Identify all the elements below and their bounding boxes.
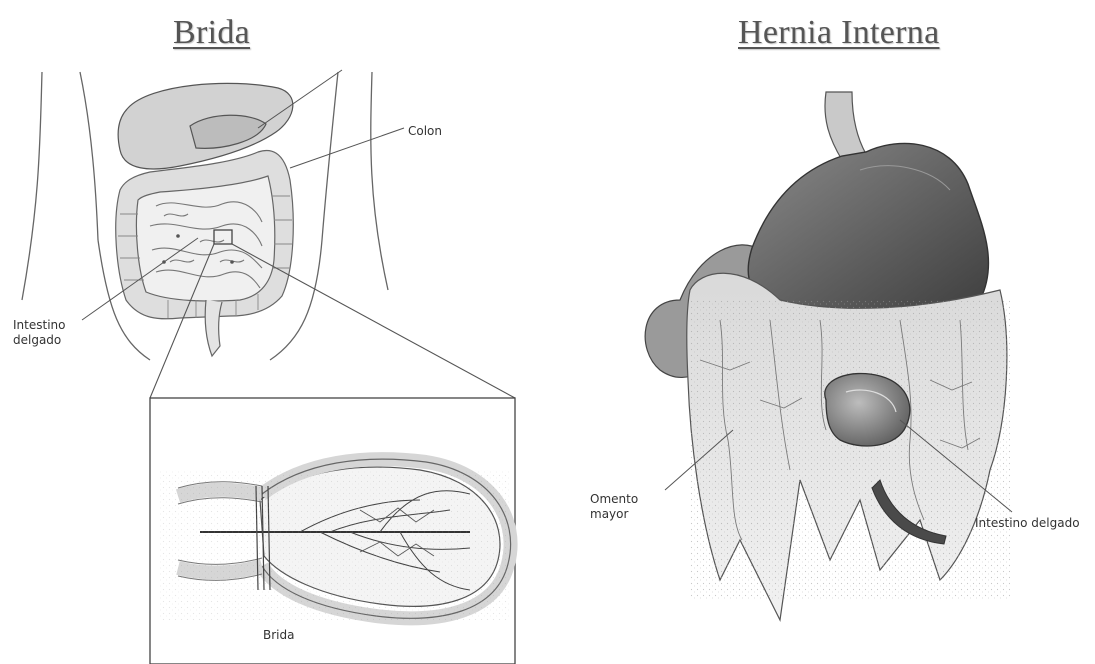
inset-stipple [160,470,510,620]
label-omentum: Omento mayor [590,492,638,522]
label-colon: Colon [408,124,442,139]
label-adhesion: Brida [263,628,294,643]
label-small-intestine-left: Intestino delgado [13,318,65,348]
colon [116,150,294,356]
label-small-intestine-right: Intestino delgado [975,516,1080,531]
herniated-loop [825,373,910,445]
esophagus [825,92,866,160]
stomach [748,143,988,313]
omentum-texture [690,300,1010,600]
